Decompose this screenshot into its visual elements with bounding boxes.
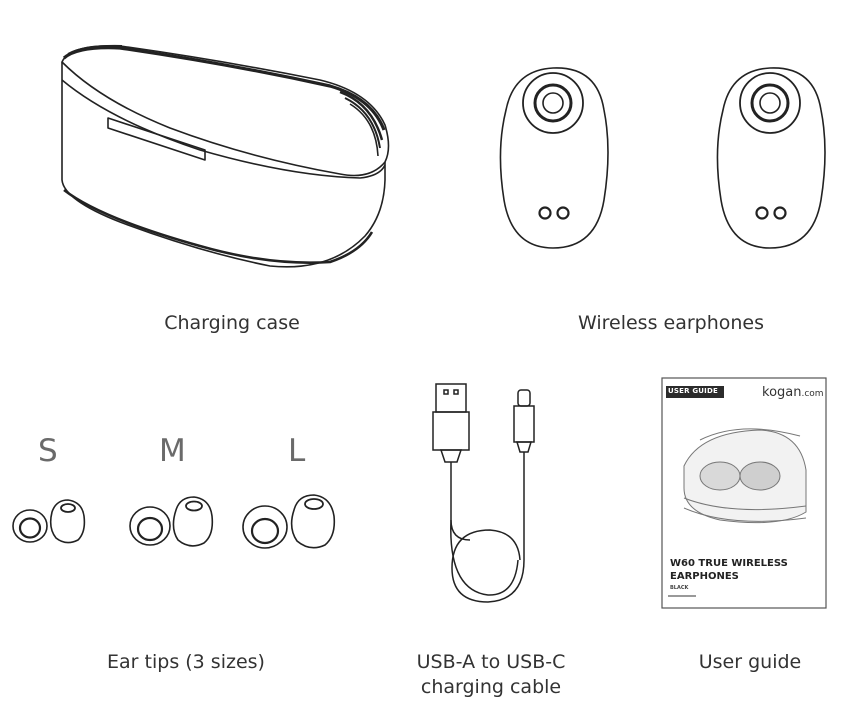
ear-tips-illustration (12, 494, 336, 549)
guide-title-line2: EARPHONES (670, 571, 739, 582)
guide-brand: kogan.com (762, 385, 824, 400)
caption-ear-tips: Ear tips (3 sizes) (107, 651, 265, 673)
usb-cable-illustration (432, 383, 535, 603)
guide-subtitle: BLACK (670, 585, 689, 591)
guide-tag: USER GUIDE (668, 387, 718, 395)
caption-usb-cable: USB-A to USB-C charging cable (396, 650, 586, 700)
earphone-right-illustration (716, 67, 826, 249)
ear-tip-size-l: L (288, 433, 306, 469)
ear-tip-large (242, 494, 336, 549)
charging-case-illustration (61, 44, 390, 268)
guide-brand-suffix: .com (801, 389, 824, 399)
ear-tip-size-s: S (38, 433, 58, 469)
caption-user-guide: User guide (698, 651, 802, 673)
user-guide-illustration (661, 377, 827, 609)
caption-charging-case: Charging case (164, 312, 300, 334)
caption-usb-cable-line2: charging cable (420, 676, 562, 698)
caption-wireless-earphones: Wireless earphones (577, 312, 765, 334)
ear-tip-size-m: M (159, 433, 186, 469)
caption-usb-cable-line1: USB-A to USB-C (416, 651, 566, 673)
earphone-left-illustration (499, 67, 609, 249)
ear-tip-medium (129, 496, 214, 547)
ear-tip-small (12, 499, 86, 544)
guide-brand-name: kogan (762, 385, 802, 400)
guide-title-line1: W60 TRUE WIRELESS (670, 558, 788, 569)
